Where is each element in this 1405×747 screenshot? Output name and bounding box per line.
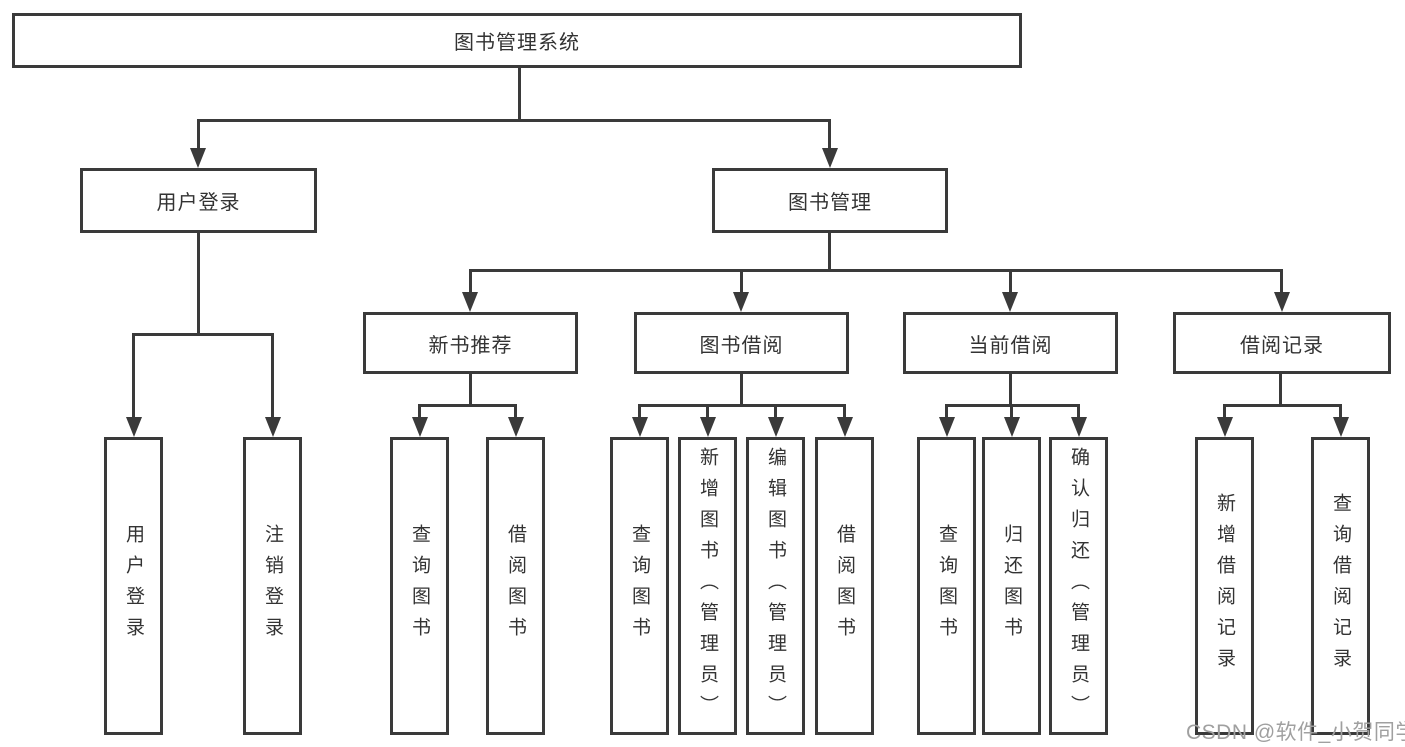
- arrowhead-icon: [126, 417, 142, 437]
- leaf-borrow-books-recommend-label: 借阅图书: [505, 524, 526, 648]
- arrowhead-icon: [733, 292, 749, 312]
- leaf-user-login: 用户登录: [104, 437, 163, 735]
- line: [518, 66, 521, 121]
- leaf-edit-books-admin: 编辑图书（管理员）: [746, 437, 805, 735]
- arrowhead-icon: [768, 417, 784, 437]
- line: [1223, 404, 1226, 419]
- line: [843, 404, 846, 419]
- line: [197, 119, 831, 122]
- arrowhead-icon: [632, 417, 648, 437]
- leaf-confirm-return-admin: 确认归还（管理员）: [1049, 437, 1108, 735]
- node-root: 图书管理系统: [12, 13, 1022, 68]
- arrowhead-icon: [1002, 292, 1018, 312]
- node-current-borrow-label: 当前借阅: [968, 334, 1053, 357]
- node-user-login-label: 用户登录: [156, 192, 241, 214]
- arrowhead-icon: [265, 417, 281, 437]
- line: [132, 333, 274, 336]
- arrowhead-icon: [837, 417, 853, 437]
- node-book-management: 图书管理: [712, 168, 948, 233]
- line: [1009, 269, 1012, 296]
- line: [469, 269, 472, 296]
- leaf-return-books: 归还图书: [982, 437, 1041, 735]
- arrowhead-icon: [1217, 417, 1233, 437]
- node-book-borrow: 图书借阅: [634, 312, 849, 374]
- line: [1279, 372, 1282, 407]
- leaf-query-books-borrow: 查询图书: [610, 437, 669, 735]
- leaf-add-books-admin: 新增图书（管理员）: [678, 437, 737, 735]
- arrowhead-icon: [1071, 417, 1087, 437]
- leaf-add-borrow-record: 新增借阅记录: [1195, 437, 1254, 735]
- line: [740, 372, 743, 407]
- line: [828, 119, 831, 150]
- node-book-management-label: 图书管理: [788, 192, 872, 214]
- leaf-edit-books-admin-label: 编辑图书（管理员）: [765, 446, 786, 726]
- line: [418, 404, 517, 407]
- node-new-book-recommend: 新书推荐: [363, 312, 578, 374]
- node-current-borrow: 当前借阅: [903, 312, 1118, 374]
- arrowhead-icon: [822, 148, 838, 168]
- leaf-borrow-books: 借阅图书: [815, 437, 874, 735]
- line: [271, 333, 274, 419]
- arrowhead-icon: [508, 417, 524, 437]
- line: [197, 119, 200, 150]
- node-borrow-records: 借阅记录: [1173, 312, 1391, 374]
- line: [774, 404, 777, 419]
- leaf-logout: 注销登录: [243, 437, 302, 735]
- leaf-logout-label: 注销登录: [262, 524, 283, 648]
- leaf-user-login-label: 用户登录: [123, 524, 144, 648]
- leaf-add-books-admin-label: 新增图书（管理员）: [697, 446, 718, 726]
- line: [1339, 404, 1342, 419]
- line: [828, 233, 831, 272]
- leaf-query-books-borrow-label: 查询图书: [629, 524, 650, 648]
- line: [1223, 404, 1342, 407]
- watermark: CSDN @软件_小贺同学: [1186, 721, 1405, 744]
- leaf-query-books-current-label: 查询图书: [936, 524, 957, 648]
- line: [1010, 404, 1013, 419]
- leaf-borrow-books-recommend: 借阅图书: [486, 437, 545, 735]
- leaf-add-borrow-record-label: 新增借阅记录: [1214, 493, 1235, 679]
- arrowhead-icon: [1004, 417, 1020, 437]
- leaf-query-borrow-record: 查询借阅记录: [1311, 437, 1370, 735]
- arrowhead-icon: [1274, 292, 1290, 312]
- arrowhead-icon: [700, 417, 716, 437]
- arrowhead-icon: [939, 417, 955, 437]
- line: [1009, 372, 1012, 407]
- line: [1077, 404, 1080, 419]
- line: [638, 404, 641, 419]
- node-user-login: 用户登录: [80, 168, 317, 233]
- arrowhead-icon: [190, 148, 206, 168]
- line: [706, 404, 709, 419]
- line: [469, 372, 472, 407]
- leaf-query-books-recommend-label: 查询图书: [409, 524, 430, 648]
- arrowhead-icon: [1333, 417, 1349, 437]
- leaf-query-books-recommend: 查询图书: [390, 437, 449, 735]
- node-borrow-records-label: 借阅记录: [1240, 334, 1324, 357]
- line: [740, 269, 743, 296]
- line: [197, 233, 200, 336]
- arrowhead-icon: [462, 292, 478, 312]
- line: [514, 404, 517, 419]
- line: [945, 404, 948, 419]
- leaf-query-books-current: 查询图书: [917, 437, 976, 735]
- node-new-book-recommend-label: 新书推荐: [428, 334, 513, 357]
- leaf-query-borrow-record-label: 查询借阅记录: [1330, 493, 1351, 679]
- line: [132, 333, 135, 419]
- line: [469, 269, 1283, 272]
- leaf-return-books-label: 归还图书: [1001, 524, 1022, 648]
- arrowhead-icon: [412, 417, 428, 437]
- leaf-borrow-books-label: 借阅图书: [834, 524, 855, 648]
- line: [638, 404, 846, 407]
- line: [418, 404, 421, 419]
- line: [1280, 269, 1283, 296]
- node-book-borrow-label: 图书借阅: [699, 334, 784, 357]
- leaf-confirm-return-admin-label: 确认归还（管理员）: [1068, 446, 1089, 726]
- node-root-label: 图书管理系统: [454, 32, 580, 54]
